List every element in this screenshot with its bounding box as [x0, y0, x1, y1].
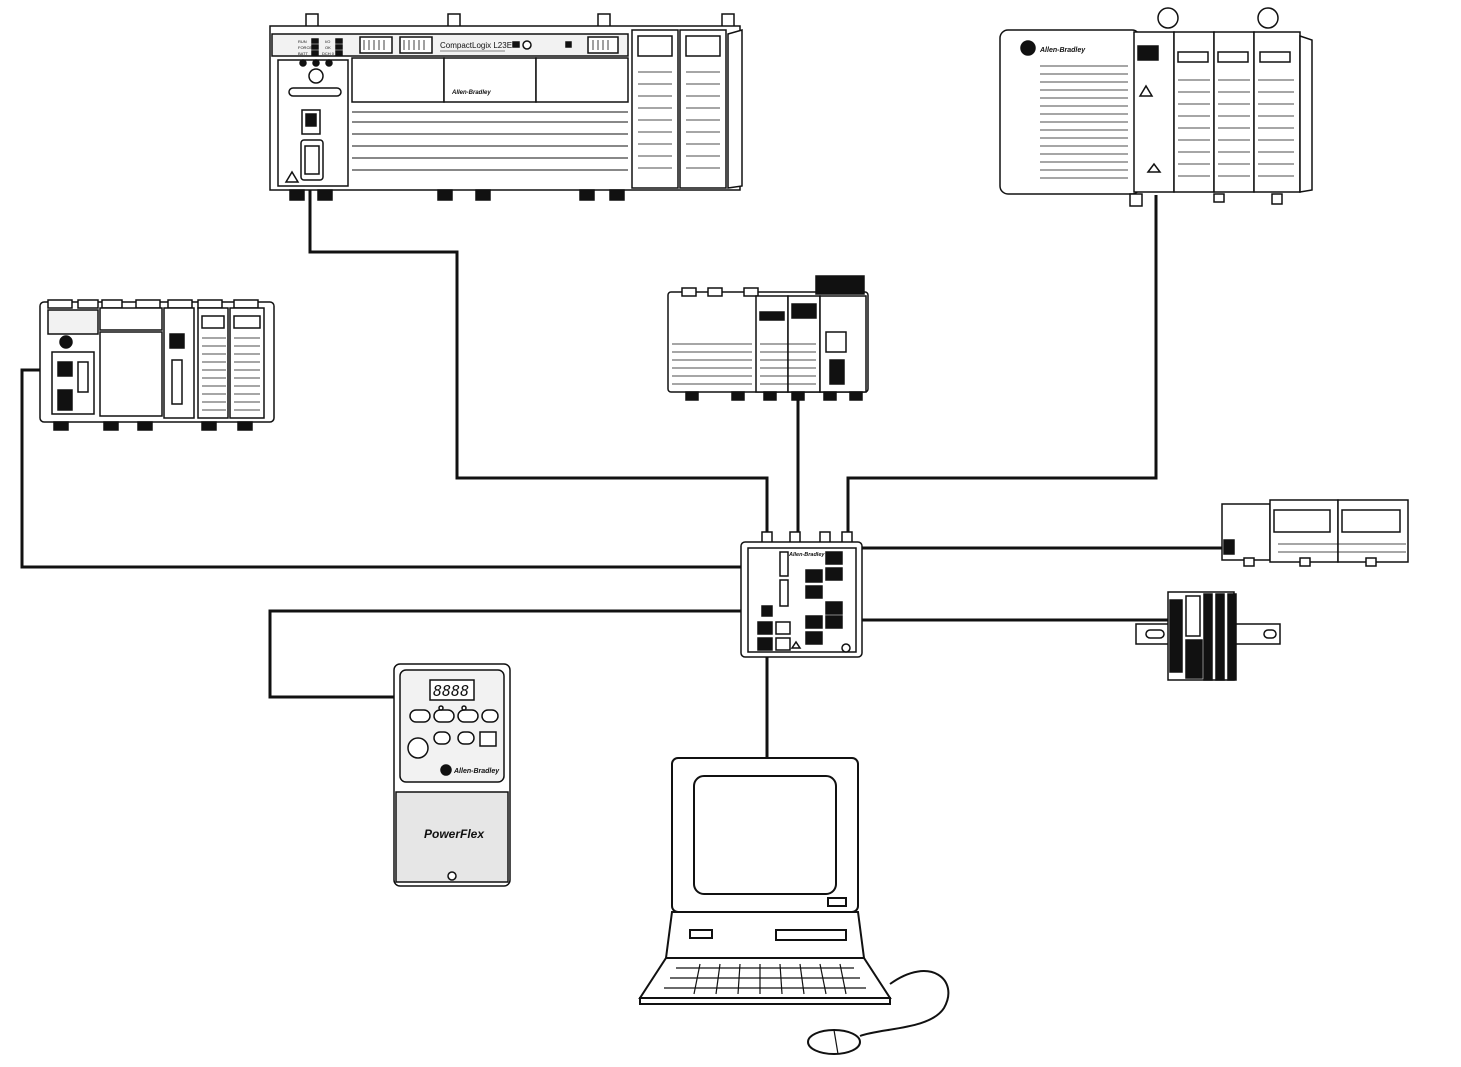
warning-triangle-icon [284, 170, 300, 183]
led-io-label: I/O [325, 39, 330, 44]
compact-io-chassis [39, 299, 275, 431]
led-run-label: RUN [298, 39, 307, 44]
ethernet-switch: Allen-Bradley [740, 531, 863, 658]
compactlogix-controller: RUN FORCE BATT I/O OK DCH 0 CompactLogix… [269, 13, 743, 201]
led-force-label: FORCE [298, 45, 312, 50]
keyswitch-icon [308, 68, 324, 84]
led-ok-label: OK [325, 45, 331, 50]
drive-display: 8888 [433, 682, 469, 700]
din-rail-io [1135, 591, 1281, 681]
led-batt-label: BATT [298, 51, 308, 56]
drive-brand: Allen-Bradley [453, 768, 500, 775]
network-cables [20, 190, 1222, 760]
cable-powerflex [268, 609, 741, 699]
sun-indicator-icon [522, 40, 532, 50]
cable-compactlogix [308, 190, 769, 545]
led-dch-label: DCH 0 [322, 51, 335, 56]
switch-brand: Allen-Bradley [788, 552, 825, 558]
cable-compact-io [20, 368, 741, 569]
controllogix-brand: Allen-Bradley [1039, 47, 1086, 54]
computer-workstation [638, 757, 950, 1055]
point-io-adapter [667, 275, 869, 401]
speed-dial-icon [407, 737, 429, 759]
powerflex-drive: 8888 Allen-Bradley PowerFlex [393, 663, 511, 887]
mouse [807, 1029, 861, 1055]
powerflex-name: PowerFlex [424, 827, 485, 841]
controllogix-chassis: Allen-Bradley [999, 7, 1313, 207]
flex-io-rail [1221, 499, 1409, 567]
compactlogix-brand: Allen-Bradley [451, 90, 491, 96]
cable-controllogix [846, 195, 1158, 545]
compactlogix-model-label: CompactLogix L23E [440, 41, 512, 50]
